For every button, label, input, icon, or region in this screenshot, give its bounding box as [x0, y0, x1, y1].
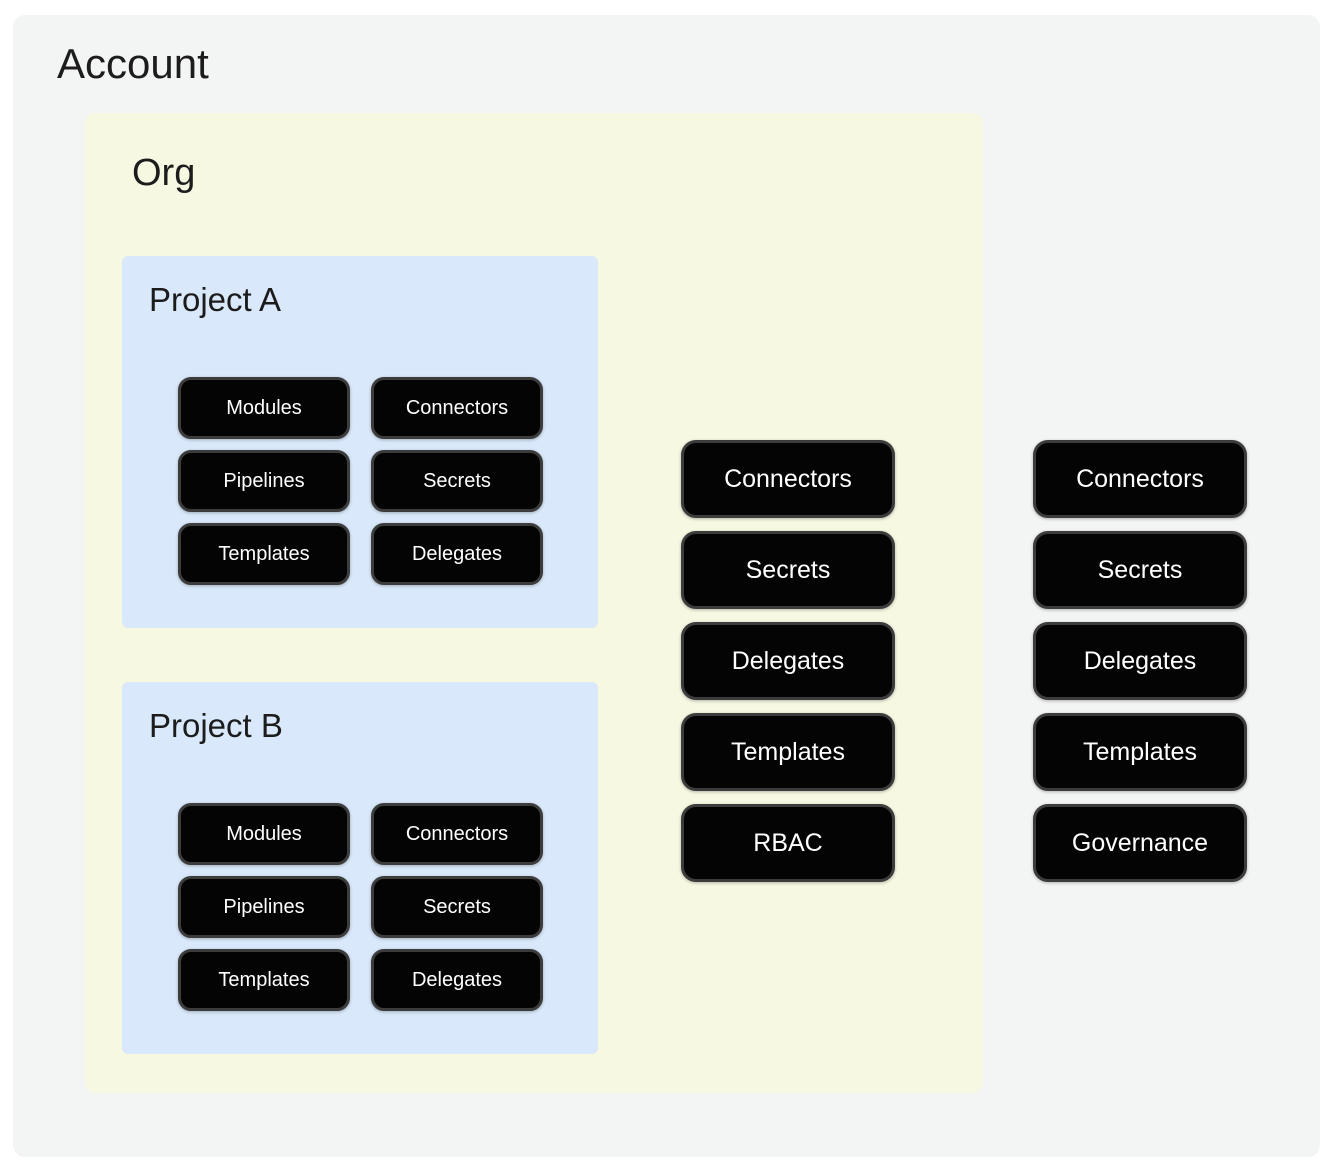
node-pipelines: Pipelines: [178, 876, 350, 938]
node-connectors: Connectors: [371, 803, 543, 865]
node-connectors: Connectors: [681, 440, 895, 518]
account-level-pill-column: Connectors Secrets Delegates Templates G…: [1033, 440, 1247, 882]
node-pipelines: Pipelines: [178, 450, 350, 512]
node-templates: Templates: [1033, 713, 1247, 791]
node-connectors: Connectors: [1033, 440, 1247, 518]
project-a-title: Project A: [149, 281, 282, 318]
account-title: Account: [57, 40, 209, 87]
node-delegates: Delegates: [371, 949, 543, 1011]
org-container: Org Project A Modules Connectors Pipelin…: [85, 113, 983, 1093]
node-templates: Templates: [178, 523, 350, 585]
node-secrets: Secrets: [371, 450, 543, 512]
project-b-pill-grid: Modules Connectors Pipelines Secrets Tem…: [178, 803, 543, 1011]
project-a-container: Project A Modules Connectors Pipelines S…: [122, 256, 598, 628]
node-delegates: Delegates: [681, 622, 895, 700]
account-container: Account Org Project A Modules Connectors…: [13, 15, 1320, 1157]
node-connectors: Connectors: [371, 377, 543, 439]
project-b-title: Project B: [149, 707, 283, 744]
node-governance: Governance: [1033, 804, 1247, 882]
node-modules: Modules: [178, 377, 350, 439]
node-templates: Templates: [681, 713, 895, 791]
org-title: Org: [132, 152, 196, 194]
node-secrets: Secrets: [371, 876, 543, 938]
org-level-pill-column: Connectors Secrets Delegates Templates R…: [681, 440, 895, 882]
node-modules: Modules: [178, 803, 350, 865]
project-a-pill-grid: Modules Connectors Pipelines Secrets Tem…: [178, 377, 543, 585]
node-secrets: Secrets: [1033, 531, 1247, 609]
node-delegates: Delegates: [371, 523, 543, 585]
node-delegates: Delegates: [1033, 622, 1247, 700]
node-templates: Templates: [178, 949, 350, 1011]
project-b-container: Project B Modules Connectors Pipelines S…: [122, 682, 598, 1054]
node-secrets: Secrets: [681, 531, 895, 609]
node-rbac: RBAC: [681, 804, 895, 882]
